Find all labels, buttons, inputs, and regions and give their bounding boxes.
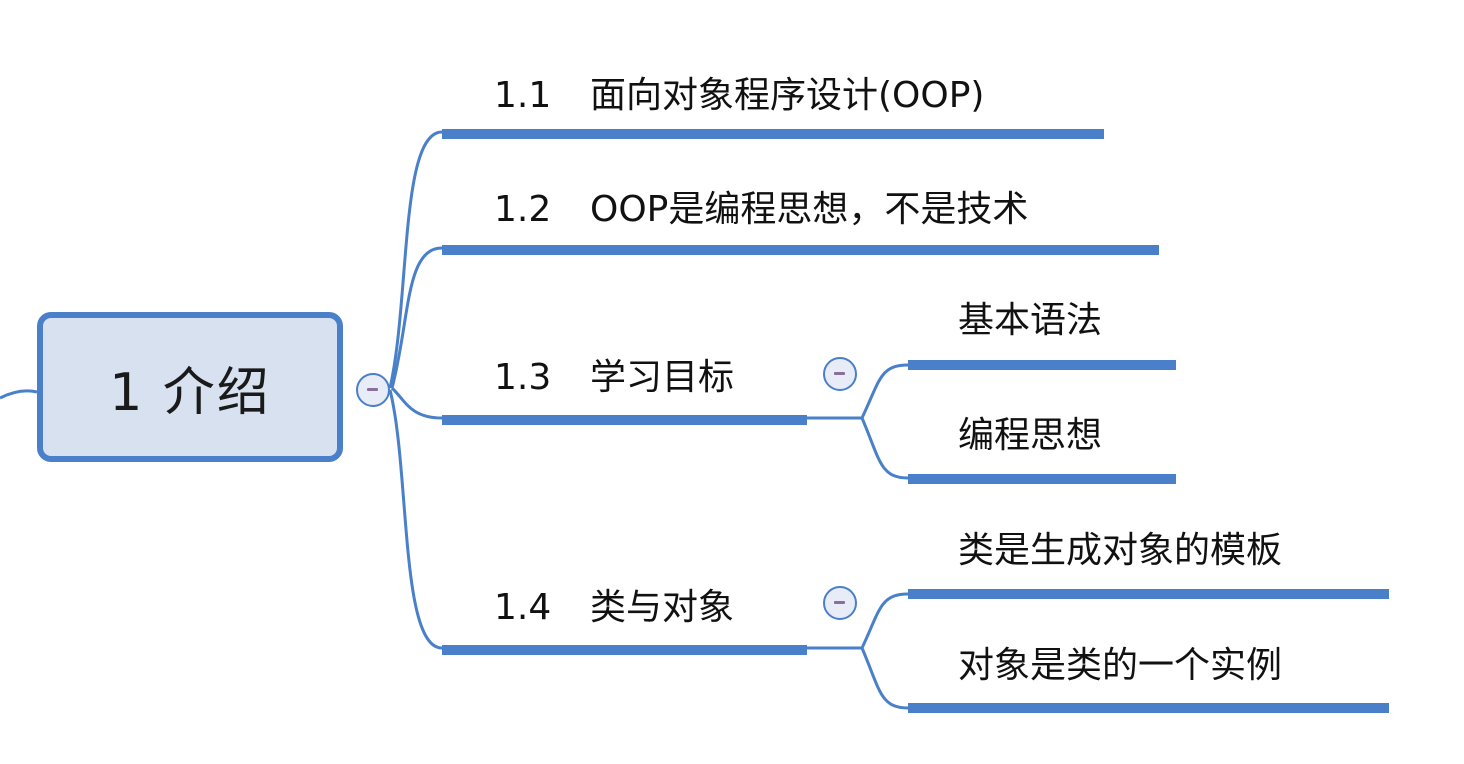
root-topic[interactable]: 1 介绍 — [37, 312, 343, 462]
topic-number: 1.2 — [494, 189, 552, 230]
collapse-topic-1-4-button[interactable] — [823, 586, 857, 620]
collapse-topic-1-3-button[interactable] — [823, 357, 857, 391]
topic-number: 1.1 — [494, 75, 552, 116]
connector-1-3 — [390, 386, 443, 420]
topic-1-1[interactable]: 1.1 面向对象程序设计(OOP) — [494, 78, 984, 114]
topic-text: 学习目标 — [590, 357, 735, 398]
topic-1-4[interactable]: 1.4 类与对象 — [494, 590, 734, 626]
connector-1-1 — [388, 130, 443, 389]
collapse-root-button[interactable] — [356, 373, 390, 407]
subtopic-1-3-b[interactable]: 编程思想 — [958, 415, 1103, 456]
connector-1-3-a — [860, 363, 909, 419]
connector-1-2 — [390, 246, 443, 389]
subtopic-1-4-b[interactable]: 对象是类的一个实例 — [958, 645, 1283, 686]
topic-number: 1.3 — [494, 357, 552, 398]
topic-1-3[interactable]: 1.3 学习目标 — [494, 360, 734, 396]
topic-text: OOP是编程思想，不是技术 — [590, 189, 1029, 230]
subtopic-1-3-a[interactable]: 基本语法 — [958, 300, 1103, 341]
root-topic-label: 1 介绍 — [109, 362, 271, 423]
connector-1-4 — [388, 389, 443, 650]
connector-1-3-b — [860, 417, 909, 480]
connector-1-4-a — [860, 592, 909, 649]
topic-1-2[interactable]: 1.2 OOP是编程思想，不是技术 — [494, 192, 1028, 228]
root-incoming-connector — [0, 389, 38, 400]
topic-text: 面向对象程序设计(OOP) — [590, 75, 985, 116]
topic-number: 1.4 — [494, 587, 552, 628]
topic-text: 类与对象 — [590, 587, 735, 628]
connector-1-4-b — [860, 647, 909, 710]
subtopic-1-4-a[interactable]: 类是生成对象的模板 — [958, 530, 1283, 571]
